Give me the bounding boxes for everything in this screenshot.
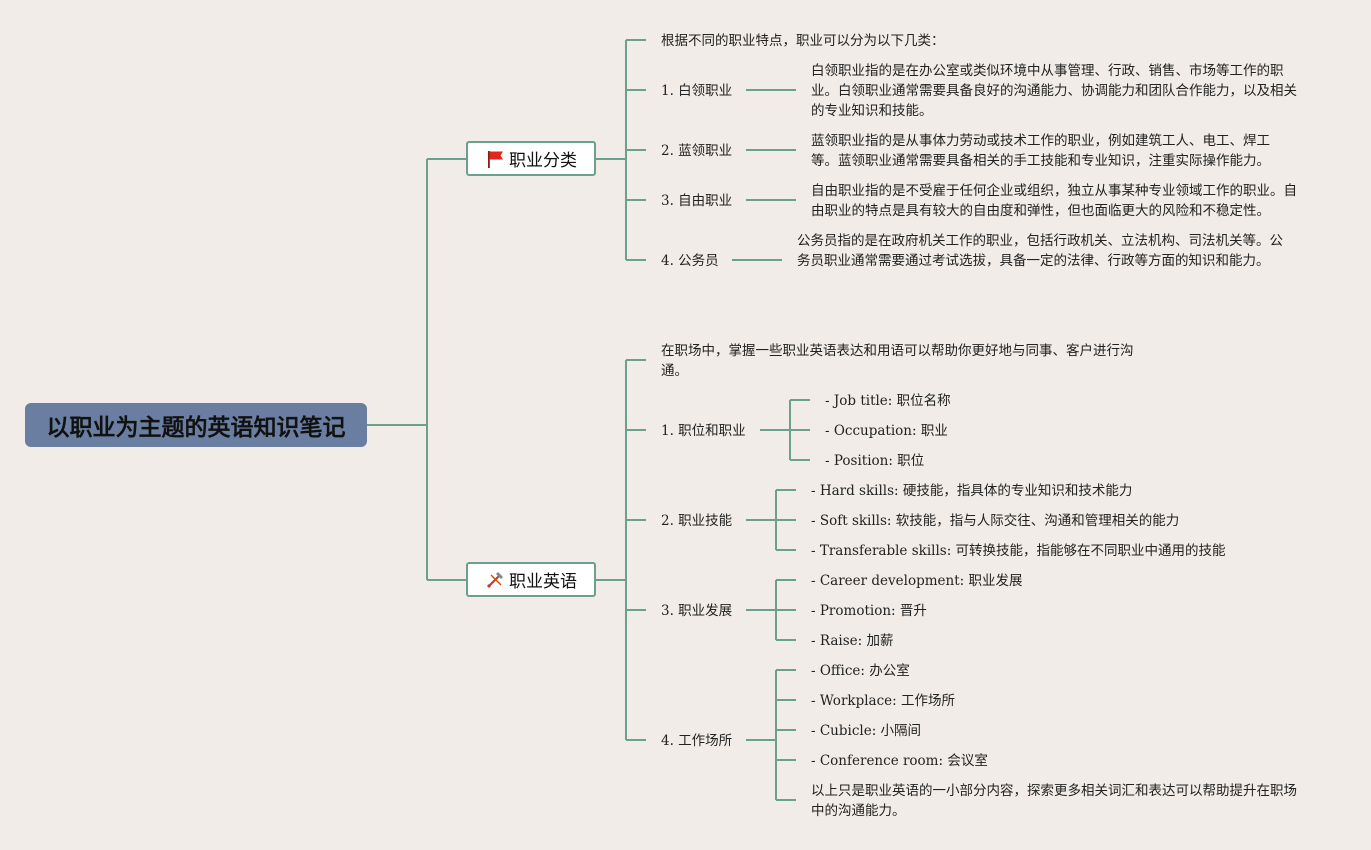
classification-item-desc: 公务员指的是在政府机关工作的职业，包括行政机关、立法机构、司法机关等。公务员职业… xyxy=(797,233,1283,269)
english-sub-item: - Conference room: 会议室 xyxy=(811,753,988,769)
tools-icon xyxy=(485,570,505,590)
english-sub-item: - Promotion: 晋升 xyxy=(811,603,927,619)
english-sub-item: - Soft skills: 软技能，指与人际交往、沟通和管理相关的能力 xyxy=(811,513,1180,529)
english-sub-item: - Workplace: 工作场所 xyxy=(811,693,955,709)
english-sub-item: - Position: 职位 xyxy=(825,453,925,469)
classification-item-desc: 蓝领职业指的是从事体力劳动或技术工作的职业，例如建筑工人、电工、焊工等。蓝领职业… xyxy=(811,133,1270,169)
classification-item-label[interactable]: 3. 自由职业 xyxy=(661,193,733,209)
branch-label: 职业英语 xyxy=(509,572,577,592)
english-item-label[interactable]: 4. 工作场所 xyxy=(661,733,733,749)
branch-label: 职业分类 xyxy=(509,151,577,171)
english-item-label[interactable]: 3. 职业发展 xyxy=(661,603,733,619)
root-topic[interactable]: 以职业为主题的英语知识笔记 xyxy=(25,403,367,447)
english-summary: 以上只是职业英语的一小部分内容，探索更多相关词汇和表达可以帮助提升在职场中的沟通… xyxy=(811,783,1297,819)
classification-item-label[interactable]: 4. 公务员 xyxy=(661,253,719,269)
root-title: 以职业为主题的英语知识笔记 xyxy=(46,415,346,441)
english-sub-item: - Cubicle: 小隔间 xyxy=(811,723,922,739)
english-item-label[interactable]: 2. 职业技能 xyxy=(661,513,733,529)
red-flag-icon xyxy=(485,149,505,169)
classification-intro: 根据不同的职业特点，职业可以分为以下几类： xyxy=(661,33,945,49)
english-intro: 在职场中，掌握一些职业英语表达和用语可以帮助你更好地与同事、客户进行沟通。 xyxy=(661,343,1134,379)
english-sub-item: - Hard skills: 硬技能，指具体的专业知识和技术能力 xyxy=(811,483,1133,499)
english-sub-item: - Career development: 职业发展 xyxy=(811,573,1023,589)
classification-item-label[interactable]: 1. 白领职业 xyxy=(661,83,733,99)
classification-item-label[interactable]: 2. 蓝领职业 xyxy=(661,143,733,159)
english-item-label[interactable]: 1. 职位和职业 xyxy=(661,423,746,439)
classification-item-desc: 自由职业指的是不受雇于任何企业或组织，独立从事某种专业领域工作的职业。自由职业的… xyxy=(811,183,1297,219)
branch-english[interactable]: 职业英语 xyxy=(466,562,596,597)
english-sub-item: - Job title: 职位名称 xyxy=(825,393,951,409)
english-sub-item: - Occupation: 职业 xyxy=(825,423,948,439)
english-sub-item: - Raise: 加薪 xyxy=(811,633,894,649)
classification-item-desc: 白领职业指的是在办公室或类似环境中从事管理、行政、销售、市场等工作的职业。白领职… xyxy=(811,63,1297,119)
branch-classification[interactable]: 职业分类 xyxy=(466,141,596,176)
english-sub-item: - Office: 办公室 xyxy=(811,663,910,679)
english-sub-item: - Transferable skills: 可转换技能，指能够在不同职业中通用… xyxy=(811,543,1226,559)
